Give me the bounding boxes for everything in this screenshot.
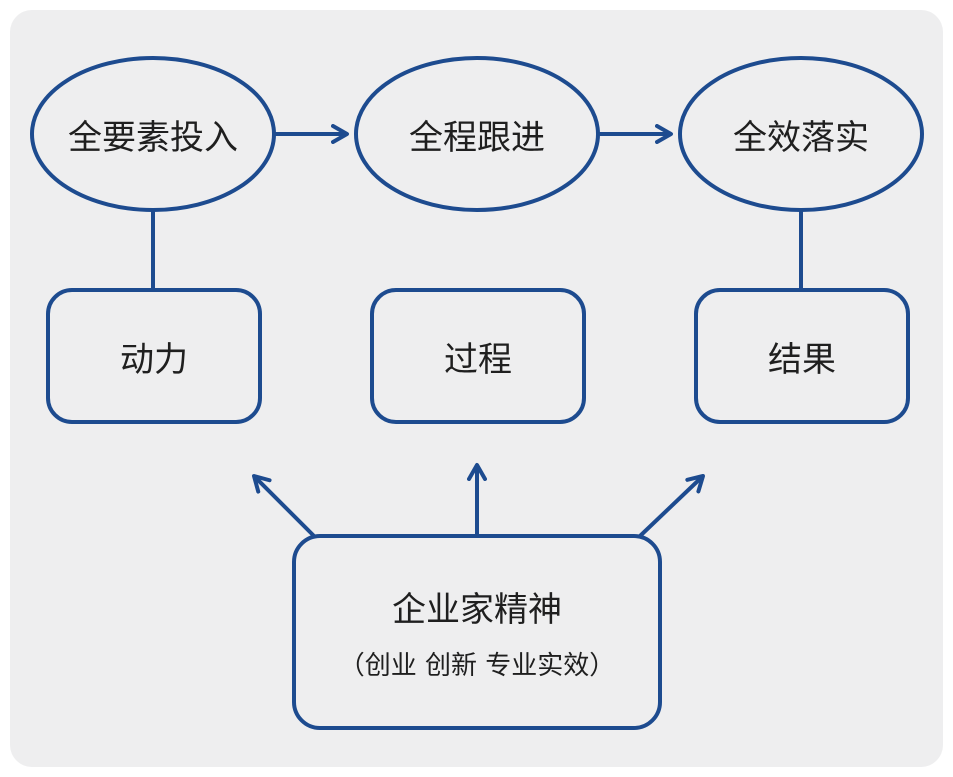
box-result — [694, 288, 910, 424]
box-entrepreneurship — [292, 534, 662, 730]
ellipse-input-label: 全要素投入 — [68, 117, 238, 158]
box-motivation — [46, 288, 262, 424]
box-process-label: 过程 — [444, 339, 512, 380]
ellipse-follow-up-label: 全程跟进 — [409, 117, 545, 158]
ellipse-implementation-label: 全效落实 — [733, 117, 869, 158]
ellipse-follow-up — [354, 56, 600, 212]
diagram-background — [10, 10, 943, 767]
arrow-core-to-motivation — [251, 474, 316, 538]
box-result-label: 结果 — [768, 339, 836, 380]
box-motivation-label: 动力 — [120, 339, 188, 380]
box-process — [370, 288, 586, 424]
box-entrepreneurship-title: 企业家精神 — [392, 590, 562, 630]
box-entrepreneurship-content: 企业家精神 （创业 创新 专业实效） — [294, 536, 660, 728]
arrow-core-to-result — [638, 474, 705, 538]
box-entrepreneurship-subtitle: （创业 创新 专业实效） — [338, 651, 616, 681]
